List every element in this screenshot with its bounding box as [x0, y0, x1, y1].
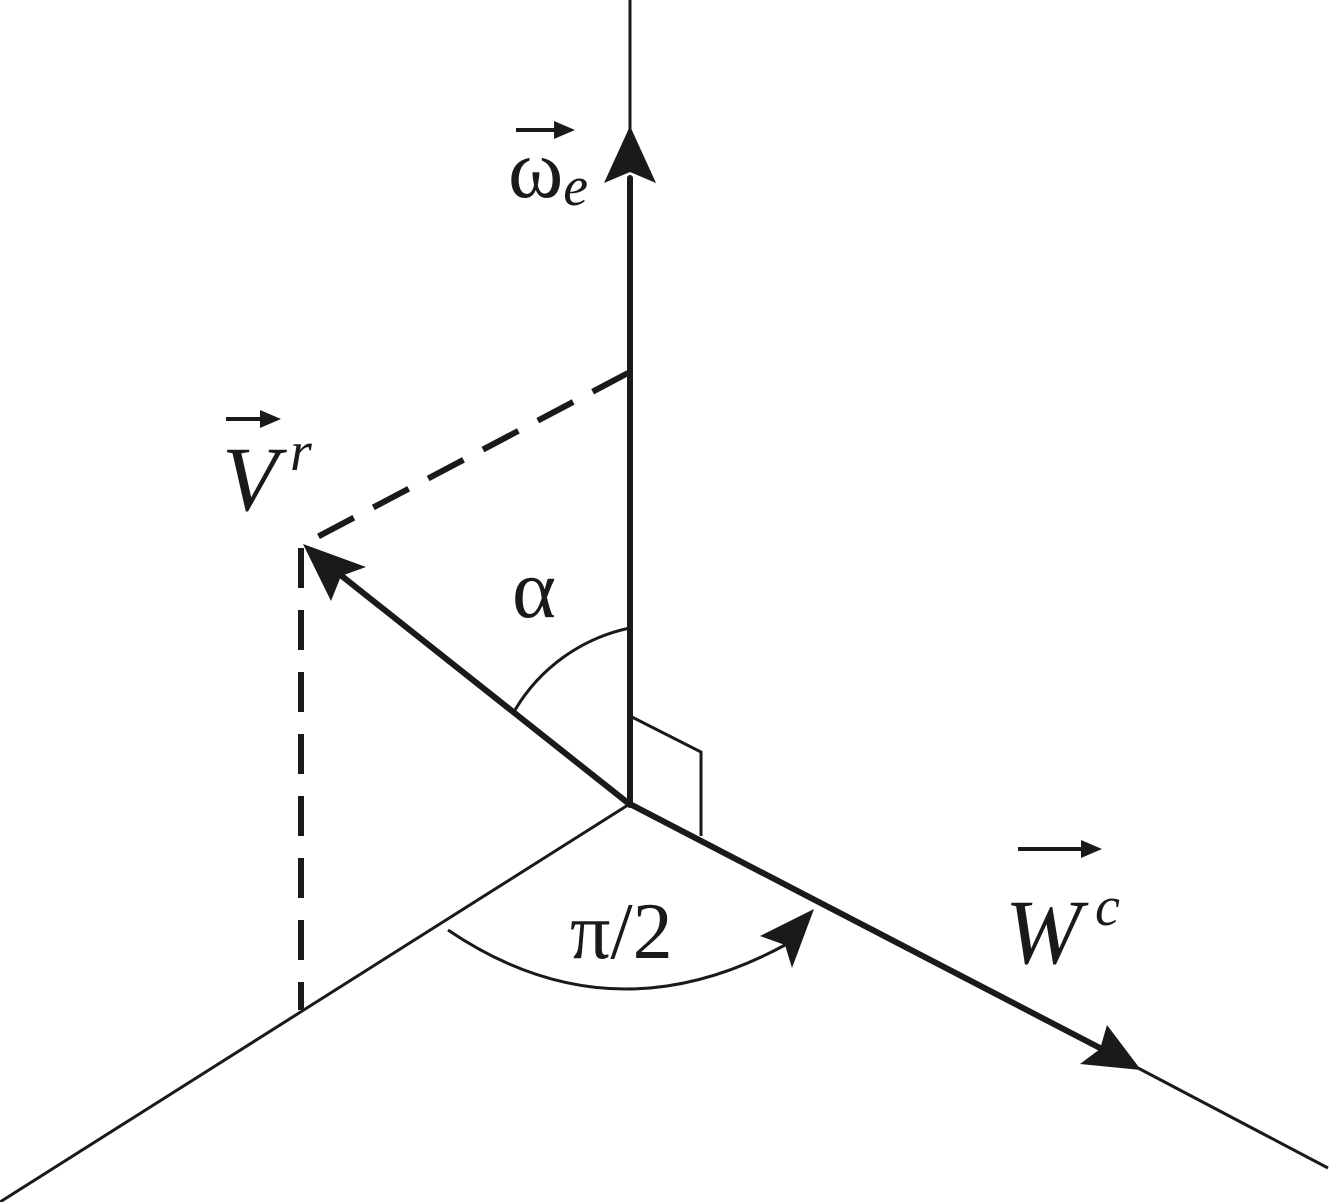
- omega-subscript: e: [563, 156, 588, 218]
- right-lower-axis-thin: [1137, 1066, 1329, 1170]
- w-label: W: [1005, 881, 1089, 983]
- v-superscript: r: [290, 421, 312, 483]
- omega-arrowhead: [604, 126, 656, 183]
- right-angle-marker: [631, 715, 703, 836]
- v-symbol: V: [222, 428, 288, 530]
- w-vector-shaft: [625, 800, 1103, 1051]
- w-overhead-arrow: [1018, 840, 1102, 858]
- w-superscript: c: [1095, 876, 1120, 938]
- projection-lines: [298, 370, 630, 1010]
- alpha-label: α: [512, 543, 556, 636]
- omega-overhead-arrow: [516, 121, 575, 139]
- rotation-arrowhead: [760, 909, 814, 968]
- dashed-projection-to-omega: [302, 370, 630, 547]
- v-arrowhead: [303, 544, 366, 601]
- v-vector-shaft: [335, 570, 631, 806]
- w-arrowhead: [1080, 1025, 1141, 1070]
- rotation-angle-label: π/2: [570, 888, 673, 976]
- notation-arrows: [226, 121, 1102, 858]
- left-lower-axis: [0, 803, 629, 1202]
- vectors: [335, 175, 1103, 1051]
- w-symbol: W: [1005, 881, 1089, 983]
- arrowheads: [303, 126, 1141, 1070]
- omega-symbol: ω: [508, 123, 563, 216]
- v-label: V: [222, 428, 288, 530]
- labels: ωe V r W c α π/2: [222, 123, 1120, 983]
- alpha-arc: [513, 626, 631, 711]
- omega-label: ωe: [508, 123, 588, 218]
- rotation-arc: [447, 928, 786, 991]
- angle-marks: [447, 626, 786, 991]
- v-overhead-arrow: [226, 410, 281, 428]
